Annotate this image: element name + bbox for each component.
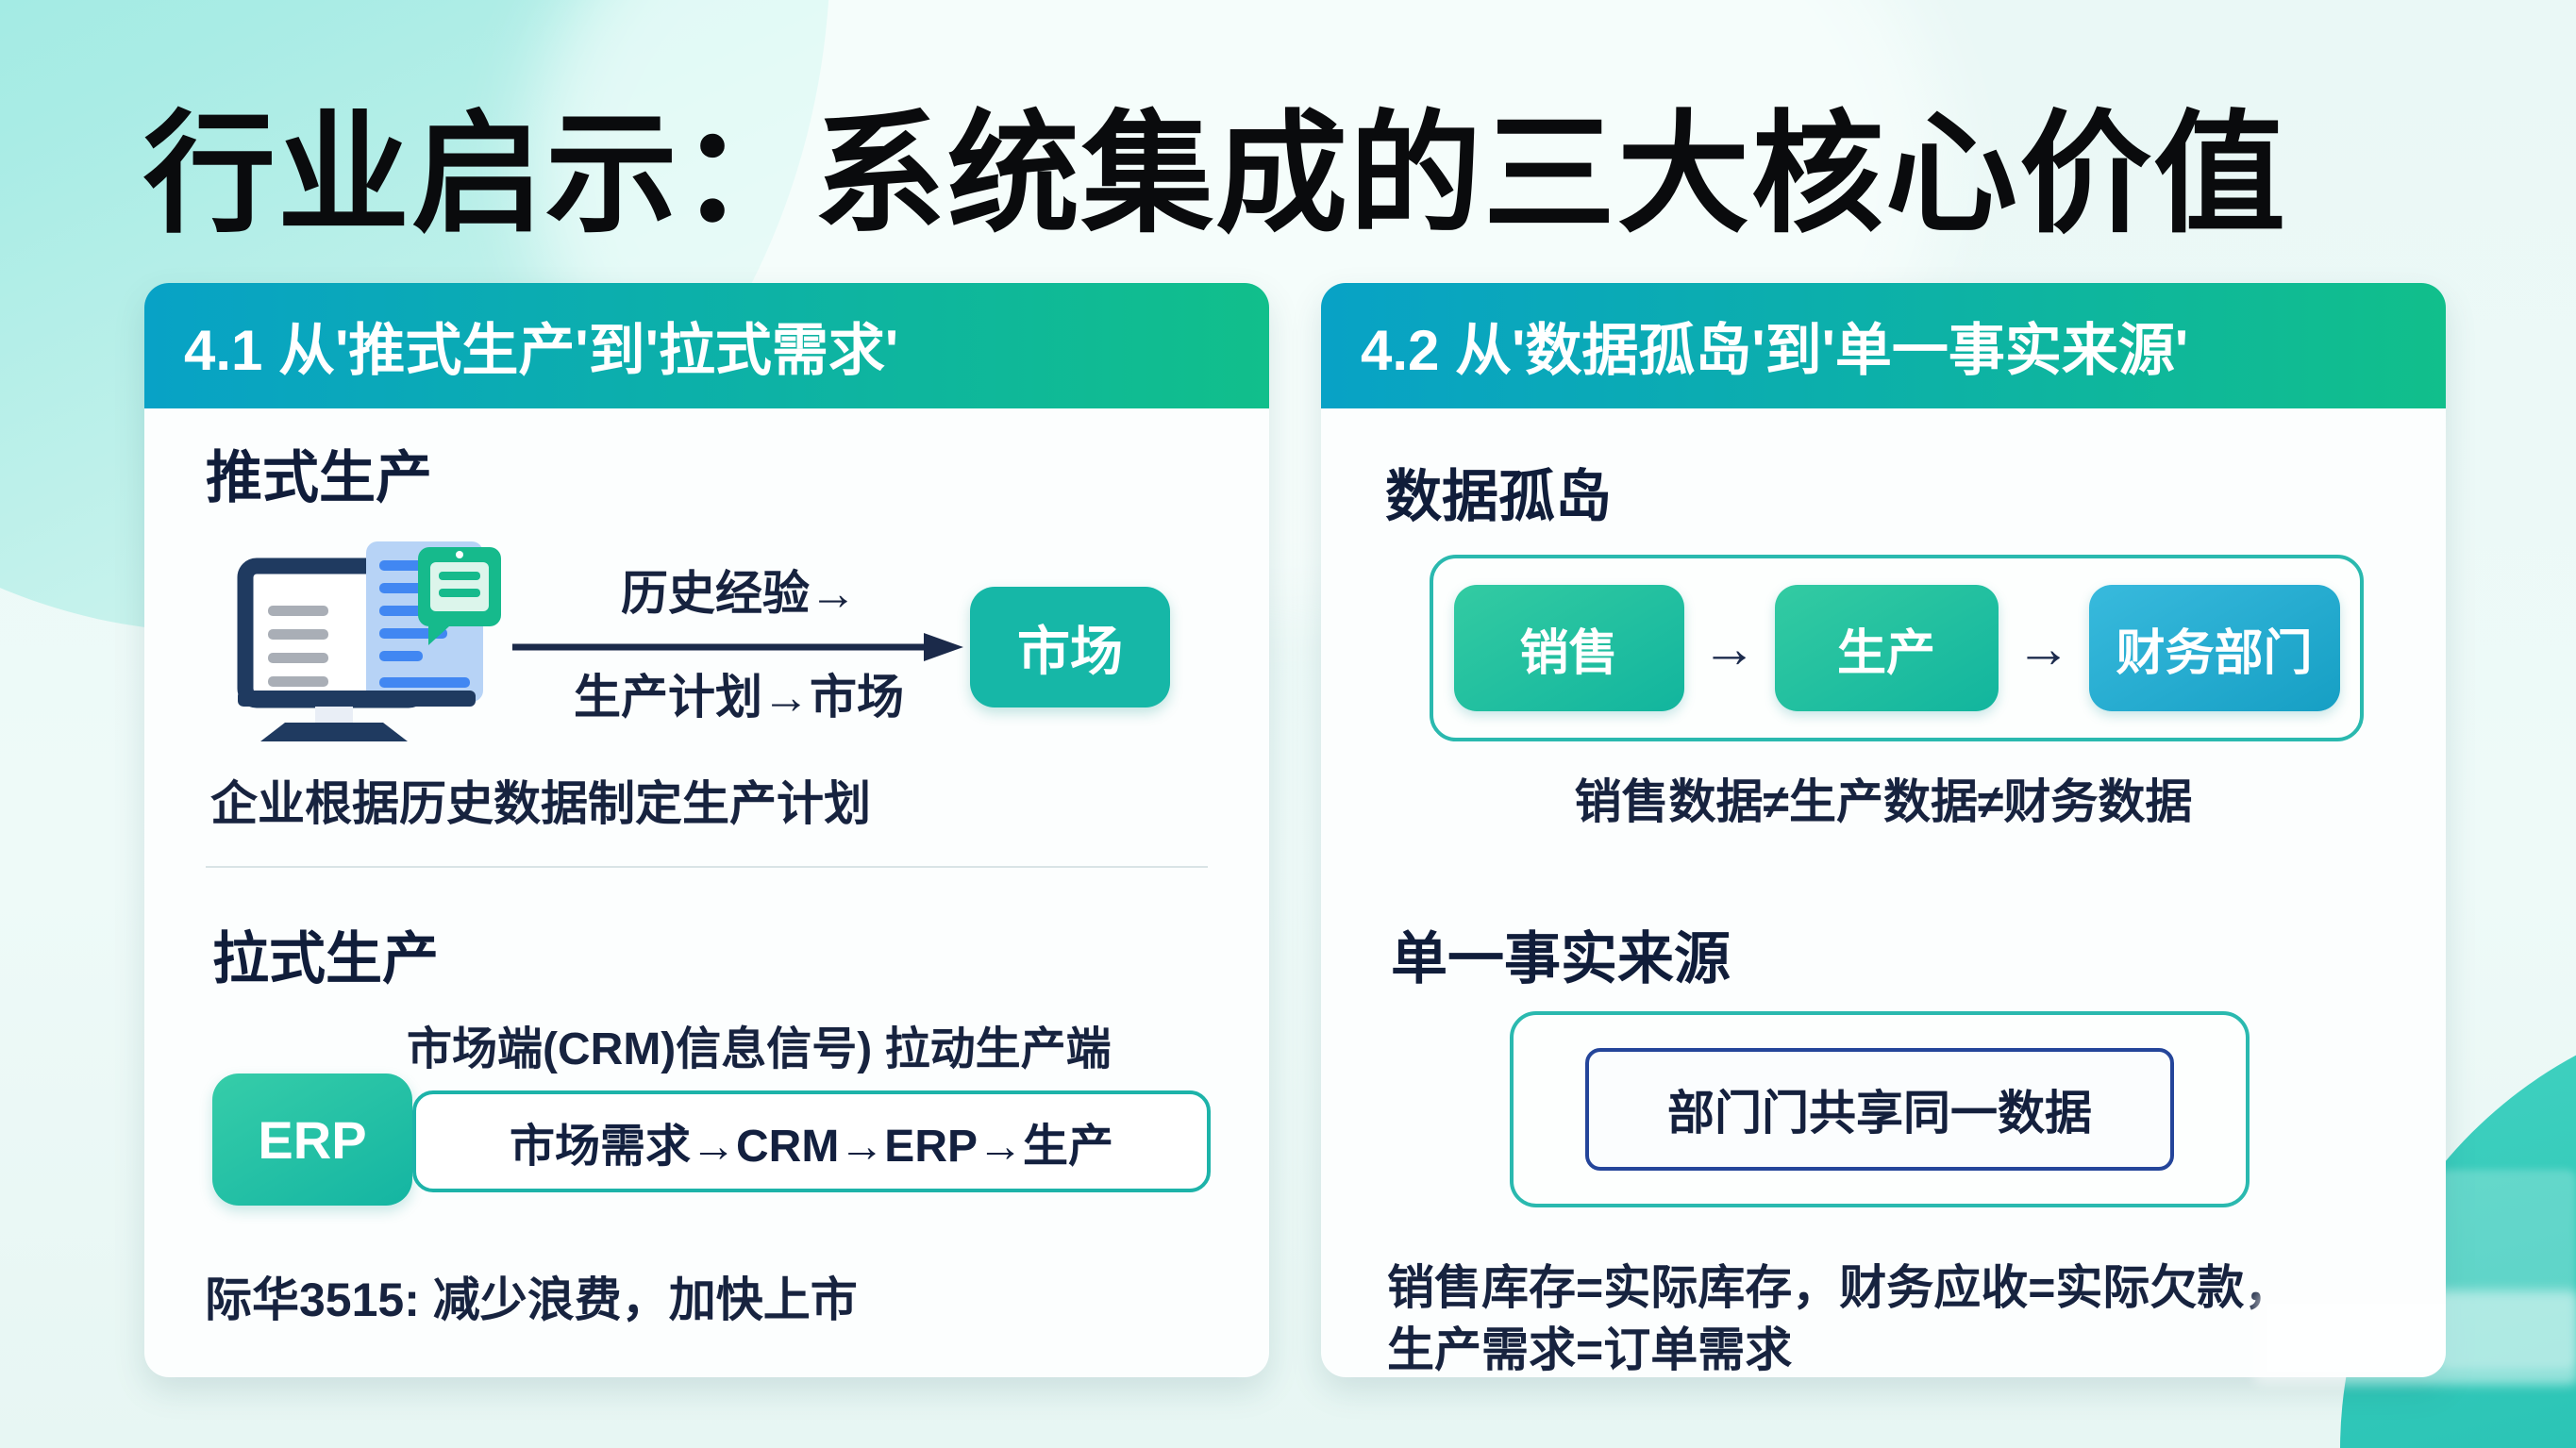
ssot-outer-box: 部门门共享同一数据 xyxy=(1510,1011,2250,1207)
silo-node-production: 生产 xyxy=(1774,585,1999,711)
page-title: 行业启示：系统集成的三大核心价值 xyxy=(143,100,2288,248)
push-flow-labels: 历史经验→ 生产计划→市场 xyxy=(486,564,992,726)
pull-production-heading: 拉式生产 xyxy=(212,927,439,990)
silo-arrow-icon: → xyxy=(2016,617,2071,679)
ssot-note: 销售库存=实际库存，财务应收=实际欠款， 生产需求=订单需求 xyxy=(1387,1257,2291,1381)
silo-node-finance: 财务部门 xyxy=(2088,585,2340,711)
push-flow-bottom-label: 生产计划→市场 xyxy=(574,671,904,724)
ssot-note-line2: 生产需求=订单需求 xyxy=(1387,1323,1793,1376)
right-arrow-icon xyxy=(512,633,963,661)
erp-node: ERP xyxy=(212,1074,412,1206)
watermark-smudge xyxy=(2439,1170,2576,1368)
push-caption: 企业根据历史数据制定生产计划 xyxy=(210,777,871,830)
pull-subtitle: 市场端(CRM)信息信号) 拉动生产端 xyxy=(407,1024,1112,1074)
silo-flow-container: 销售 → 生产 → 财务部门 xyxy=(1430,555,2364,741)
market-node: 市场 xyxy=(970,587,1170,707)
watermark-smudge xyxy=(2253,1290,2576,1385)
push-production-heading: 推式生产 xyxy=(206,446,432,509)
card-push-pull-header: 4.1 从'推式生产'到'拉式需求' xyxy=(144,283,1269,408)
card-push-pull: 4.1 从'推式生产'到'拉式需求' 推式生产 xyxy=(144,283,1269,1377)
data-silos-heading: 数据孤岛 xyxy=(1385,465,1612,528)
silo-node-sales: 销售 xyxy=(1453,585,1684,711)
monitor-documents-chat-icon xyxy=(237,541,501,741)
ssot-heading: 单一事实来源 xyxy=(1391,927,1731,990)
pull-flow-pill: 市场需求→CRM→ERP→生产 xyxy=(412,1090,1211,1192)
ssot-note-line1: 销售库存=实际库存，财务应收=实际欠款， xyxy=(1387,1261,2292,1314)
silo-arrow-icon: → xyxy=(1701,617,1757,679)
pull-note: 际华3515: 减少浪费，加快上市 xyxy=(205,1273,858,1326)
silos-caption: 销售数据≠生产数据≠财务数据 xyxy=(1574,775,2193,828)
card-data-silos: 4.2 从'数据孤岛'到'单一事实来源' 数据孤岛 销售 → 生产 → 财务部门… xyxy=(1321,283,2446,1377)
push-flow-top-label: 历史经验→ xyxy=(621,567,857,620)
card-data-silos-header: 4.2 从'数据孤岛'到'单一事实来源' xyxy=(1321,283,2446,408)
ssot-inner-box: 部门门共享同一数据 xyxy=(1585,1048,2174,1171)
section-divider xyxy=(206,866,1208,868)
